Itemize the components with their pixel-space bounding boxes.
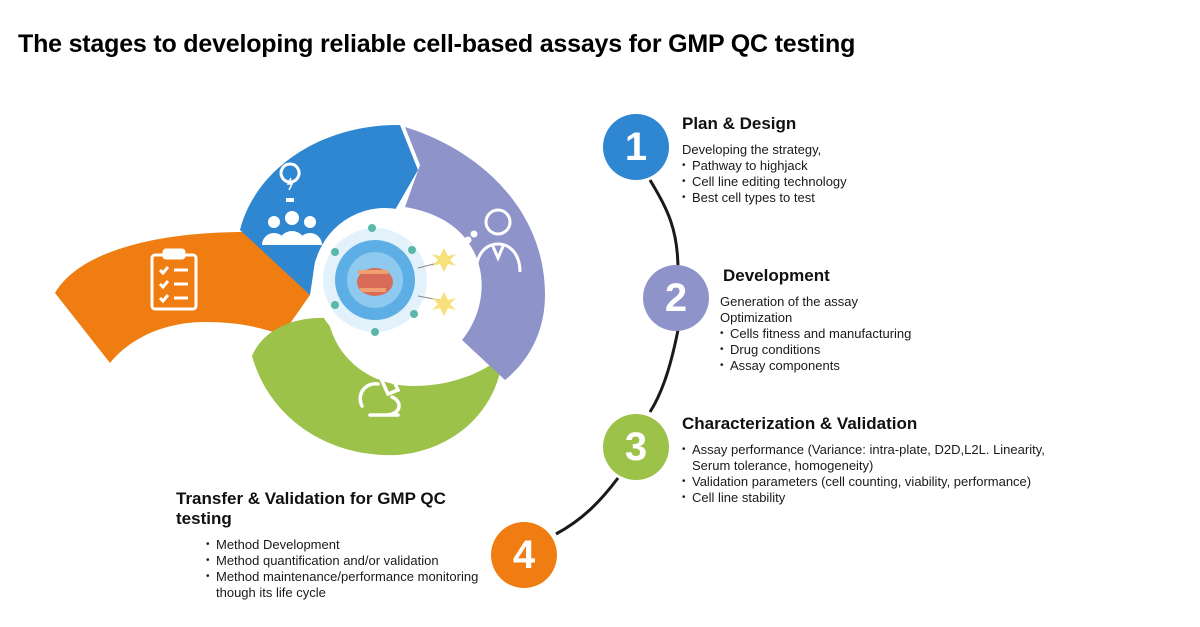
stage-2-bullet: Assay components <box>720 358 1080 374</box>
stage-3-number: 3 <box>603 414 669 480</box>
stage-1-bullet: Best cell types to test <box>682 190 1062 206</box>
stage-4-bullet: Method maintenance/performance monitorin… <box>206 569 496 601</box>
stage-3-bullets: Assay performance (Variance: intra-plate… <box>682 442 1062 506</box>
clipboard-checklist-icon <box>150 248 198 311</box>
spiral-segment-purple <box>405 127 545 380</box>
stage-2-intro: Generation of the assay <box>720 294 859 309</box>
stage-3-bullet: Validation parameters (cell counting, vi… <box>682 474 1062 490</box>
page-title: The stages to developing reliable cell-b… <box>18 30 856 58</box>
stage-1-text: Plan & Design Developing the strategy, P… <box>682 114 1062 206</box>
stage-connector-line <box>555 477 620 536</box>
cell-diagram-icon <box>323 224 456 336</box>
stage-3-heading: Characterization & Validation <box>682 414 918 433</box>
stage-3-bullet: Cell line stability <box>682 490 1062 506</box>
stage-2-heading: Development <box>723 266 830 285</box>
stage-1-bullets: Pathway to highjack Cell line editing te… <box>682 158 1062 206</box>
stage-1-bullet: Pathway to highjack <box>682 158 1062 174</box>
stage-3-bullet: Assay performance (Variance: intra-plate… <box>682 442 1062 474</box>
stage-2-bullets: Cells fitness and manufacturing Drug con… <box>720 326 1080 374</box>
stage-2-number: 2 <box>643 265 709 331</box>
team-idea-icon <box>262 162 322 245</box>
microscope-icon <box>358 365 401 417</box>
stage-4-bullets: Method Development Method quantification… <box>206 537 496 601</box>
stage-3-text: Characterization & Validation Assay perf… <box>682 414 1062 506</box>
stage-1-heading: Plan & Design <box>682 114 797 133</box>
stage-2-bullet: Drug conditions <box>720 342 1080 358</box>
scientist-icon <box>457 208 522 274</box>
stage-4-bullet: Method quantification and/or validation <box>206 553 496 569</box>
stage-1-intro: Developing the strategy, <box>682 142 822 157</box>
stage-2-text: Development Generation of the assay Opti… <box>720 266 1080 374</box>
stage-4-bullet: Method Development <box>206 537 496 553</box>
stage-1-number: 1 <box>603 114 669 180</box>
spiral-segment-green <box>252 317 503 456</box>
stage-4-text: Transfer & Validation for GMP QC testing… <box>176 489 506 601</box>
stage-1-bullet: Cell line editing technology <box>682 174 1062 190</box>
stage-connector-line <box>648 329 680 413</box>
stage-4-number: 4 <box>491 522 557 588</box>
stage-2-intro: Optimization <box>720 310 793 325</box>
stage-2-bullet: Cells fitness and manufacturing <box>720 326 1080 342</box>
stage-4-heading: Transfer & Validation for GMP QC testing <box>176 489 446 528</box>
stage-connector-line <box>648 179 680 271</box>
